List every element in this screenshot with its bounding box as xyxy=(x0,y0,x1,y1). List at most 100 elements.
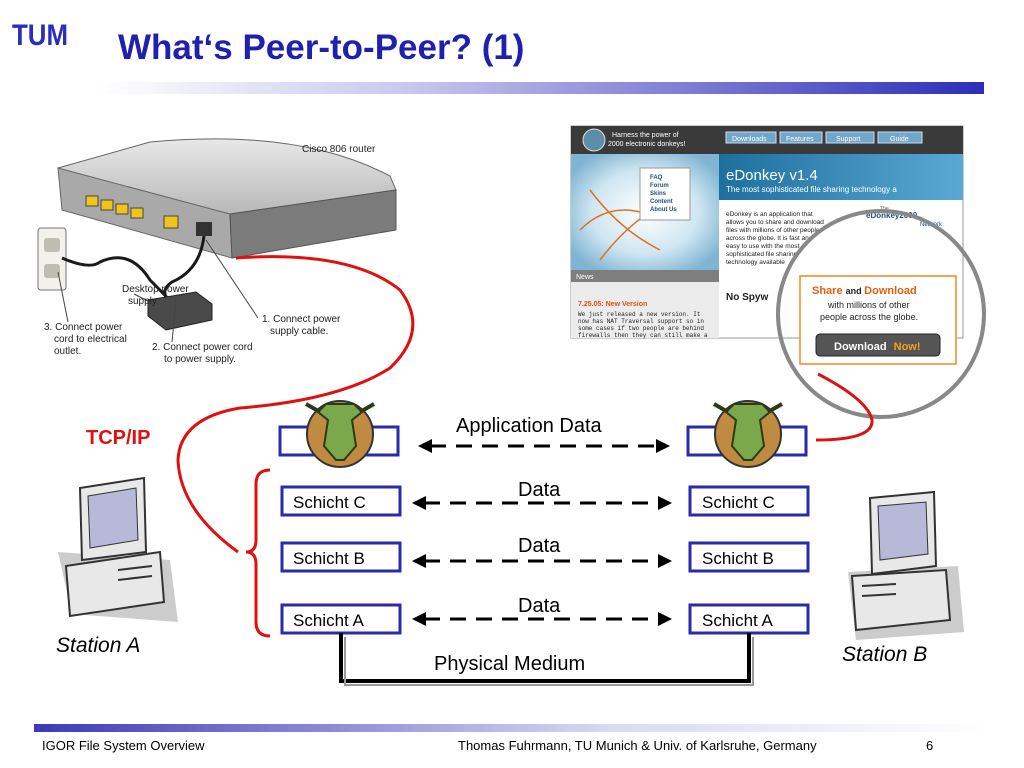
red-connector-router xyxy=(176,255,415,554)
edonkey-body-line: eDonkey is an application that xyxy=(726,211,813,218)
router-ports xyxy=(85,195,212,236)
edonkey-news-date: 7.25.05: New Version xyxy=(578,301,647,308)
edonkey-menu-item[interactable]: About Us xyxy=(650,207,677,213)
edonkey-body-line: allows you to share and download xyxy=(726,219,824,226)
layer-label-a-a: Schicht A xyxy=(293,611,365,630)
router-port xyxy=(100,199,114,211)
arrowhead-right xyxy=(658,496,672,510)
edonkey-body-line: technology available xyxy=(726,259,785,266)
donkey-icon-ears xyxy=(305,402,375,414)
callout-line-step1 xyxy=(205,239,259,319)
arrowhead-left xyxy=(412,554,426,568)
layer-box-c-b xyxy=(688,485,810,517)
computer-a-drive xyxy=(117,575,153,581)
edonkey-tab-downloads[interactable] xyxy=(725,131,777,144)
title-underline-bar xyxy=(98,82,984,94)
data-label-c: Data xyxy=(518,479,561,501)
computer-b-drive xyxy=(861,583,897,587)
router-port xyxy=(85,195,99,207)
edonkey-brand: eDonkey2000 xyxy=(866,211,918,220)
data-label-b: Data xyxy=(518,535,561,557)
callout-power-supply: Desktop power supply xyxy=(122,284,191,307)
edonkey-heading-band xyxy=(719,154,963,200)
download-now-button[interactable] xyxy=(815,333,941,357)
edonkey-tab-features[interactable] xyxy=(779,131,823,144)
edonkey-news-line: firewalls then they can still make a xyxy=(578,332,708,339)
layer-label-b-b: Schicht B xyxy=(702,549,774,568)
edonkey-news-body: We just released a new version. It now h… xyxy=(578,311,708,339)
edonkey-tagline-line: 2000 electronic donkeys! xyxy=(608,141,685,148)
arrowhead-right xyxy=(658,554,672,568)
download-now-button-label: Download Now! xyxy=(834,341,921,353)
physical-medium-line xyxy=(339,633,751,683)
magnifier-share-line: with millions of other xyxy=(827,300,910,310)
physical-medium-label: Physical Medium xyxy=(434,653,585,675)
edonkey-news-header xyxy=(571,270,719,282)
arrowhead-right xyxy=(658,612,672,626)
edonkey-menu-box xyxy=(639,167,691,221)
application-data-label: Application Data xyxy=(456,415,603,437)
edonkey-logo-icon xyxy=(582,128,606,152)
edonkey-body-line: easy to use with the most xyxy=(726,243,800,250)
computer-icon-station-a xyxy=(58,476,178,622)
router-port xyxy=(130,207,144,219)
edonkey-tagline-line: Harness the power of xyxy=(612,132,679,139)
download-now-b: Now! xyxy=(894,341,921,353)
edonkey-nav-tabs: Downloads Features Support Guide xyxy=(725,131,923,144)
tcpip-label: TCP/IP xyxy=(86,427,150,449)
edonkey-news-line: We just released a new version. It xyxy=(578,311,700,318)
layer-bracket xyxy=(245,468,271,638)
callout-line-step3 xyxy=(57,271,69,323)
donkey-icon-head xyxy=(316,403,364,461)
edonkey-tab-label: Guide xyxy=(890,136,909,143)
router-power-port xyxy=(196,222,212,236)
layer-box-b-b xyxy=(688,541,810,573)
edonkey-tab-label: Features xyxy=(786,136,814,143)
edonkey-news-line: now has NAT Traversal support so in xyxy=(578,318,704,325)
layer-box-b-a xyxy=(280,541,402,573)
donkey-icon-ears xyxy=(713,402,783,414)
arrowhead-left xyxy=(412,496,426,510)
edonkey-tab-guide[interactable] xyxy=(877,131,923,144)
edonkey-tab-label: Support xyxy=(836,136,861,143)
arrowhead-left xyxy=(412,612,426,626)
edonkey-menu-item[interactable]: FAQ xyxy=(650,175,663,181)
router-illustration: Cisco 806 router Desktop power supply 1.… xyxy=(37,138,397,365)
edonkey-body-line: sophisticated file sharing xyxy=(726,251,798,258)
share-word: Share xyxy=(812,285,843,297)
computer-b-base xyxy=(850,568,952,632)
donkey-icon xyxy=(713,400,783,468)
outlet-socket-bottom xyxy=(44,264,60,278)
edonkey-menu-item[interactable]: Forum xyxy=(650,183,669,189)
arrowhead-right xyxy=(656,439,670,453)
callout-line-step2 xyxy=(171,299,177,343)
footer-bar xyxy=(34,724,988,732)
edonkey-tab-label: Downloads xyxy=(732,136,767,143)
callout-step1-line: supply cable. xyxy=(270,326,328,337)
page-number: 6 xyxy=(926,738,934,753)
edonkey-body: eDonkey is an application that allows yo… xyxy=(726,211,824,266)
callout-step3-line: 3. Connect power xyxy=(44,322,123,333)
edonkey-brand-the: The xyxy=(880,206,889,212)
outlet-socket-top xyxy=(44,238,60,252)
edonkey-menu-item[interactable]: Skins xyxy=(650,191,667,197)
footer-author: Thomas Fuhrmann, TU Munich & Univ. of Ka… xyxy=(458,738,817,753)
physical-medium-shadow xyxy=(344,637,754,686)
computer-b-drive xyxy=(861,593,897,597)
red-connector-edonkey xyxy=(815,372,874,442)
edonkey-body-line: across the globe. It is fast and xyxy=(726,235,813,242)
edonkey-website-screenshot: Harness the power of 2000 electronic don… xyxy=(570,125,986,419)
callout-step2-line: 2. Connect power cord xyxy=(152,342,253,353)
station-a-label: Station A xyxy=(56,634,140,657)
callout-step2: 2. Connect power cord to power supply. xyxy=(152,342,255,365)
edonkey-menu-item[interactable]: Content xyxy=(650,199,673,205)
computer-icon-station-b xyxy=(848,490,964,640)
supply-cable xyxy=(163,235,206,301)
slide-title: What‘s Peer-to-Peer? (1) xyxy=(118,28,525,67)
callout-step3-line: outlet. xyxy=(54,346,81,357)
callout-power-supply-line: Desktop power xyxy=(122,284,189,295)
edonkey-tab-support[interactable] xyxy=(825,131,875,144)
callout-power-supply-line: supply xyxy=(128,296,157,307)
arrowheads xyxy=(412,439,672,626)
desktop-power-supply xyxy=(147,291,213,331)
